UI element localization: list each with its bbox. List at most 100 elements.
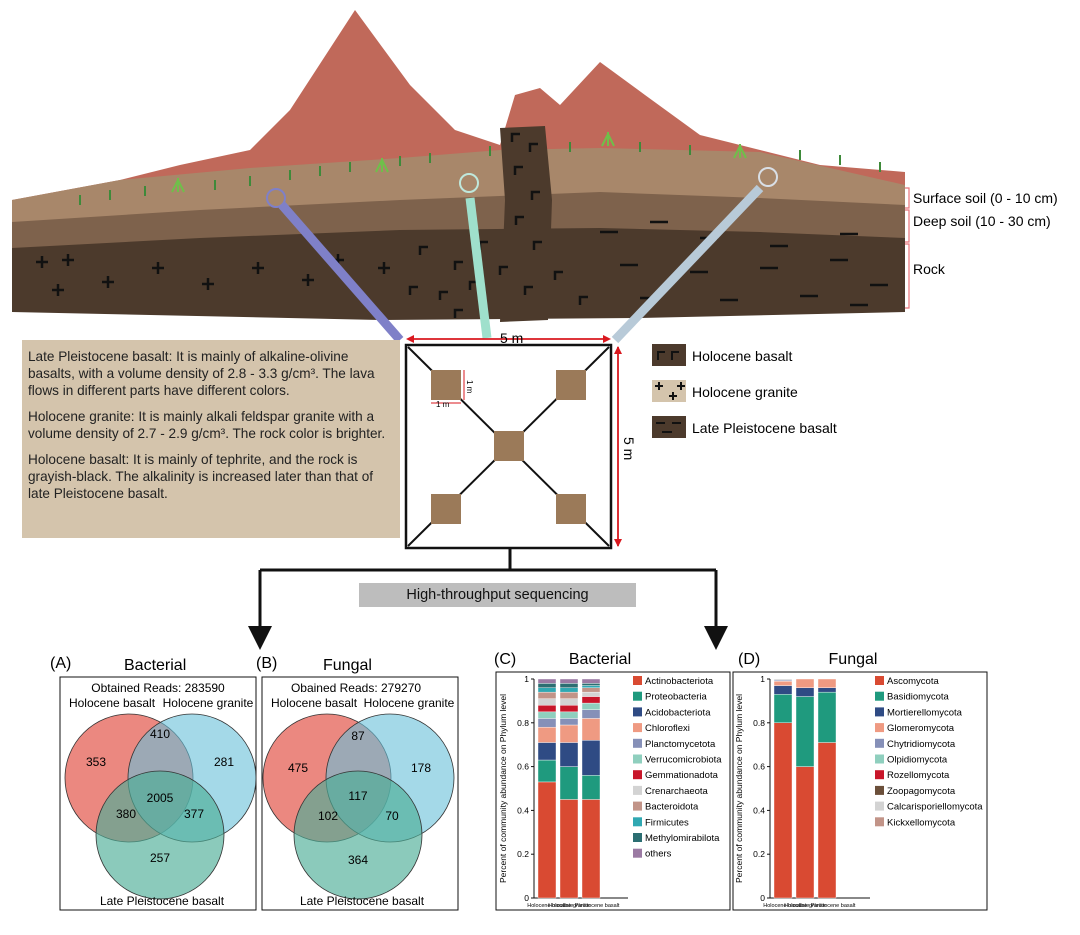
bar-segment: [773, 694, 793, 724]
venn-b: (B) Fungal Obained Reads: 279270 Holocen…: [256, 655, 459, 911]
label-surface-soil: Surface soil (0 - 10 cm): [913, 190, 1058, 206]
rock-layer: [12, 228, 905, 320]
legend-entry: Zoopagomycota: [887, 786, 956, 797]
y-axis-label: Percent of community abundance on Phylum…: [734, 694, 744, 883]
legend-swatch: [633, 833, 642, 842]
legend-entry: Kickxellomycota: [887, 817, 956, 828]
legend-swatch: [875, 707, 884, 717]
x-tick-label: Holocene granite: [548, 903, 590, 909]
venn-a-label-a: Holocene basalt: [69, 696, 156, 710]
bar-segment: [817, 687, 837, 693]
bar-segment: [581, 685, 601, 688]
x-tick-label: Late Pleistocene basalt: [563, 903, 620, 909]
venn-a-count-ab: 410: [150, 727, 170, 741]
rock-description-box: Late Pleistocene basalt: It is mainly of…: [22, 340, 400, 538]
landscape-cross-section: Surface soil (0 - 10 cm) Deep soil (10 -…: [12, 10, 1058, 322]
bar-segment: [581, 709, 601, 719]
bar-segment: [537, 718, 557, 728]
legend-entry: Basidiomycota: [887, 692, 949, 703]
legend-entry: Verrucomicrobiota: [645, 755, 722, 766]
legend-entry: Methylomirabilota: [645, 833, 720, 844]
legend-swatch: [633, 738, 642, 748]
bar-segment: [559, 678, 579, 684]
bar-segment: [817, 691, 837, 743]
venn-b-panel-label: (B): [256, 655, 277, 672]
sequencing-label: High-throughput sequencing: [359, 583, 636, 607]
legend-swatch: [633, 848, 642, 858]
bar-segment: [537, 683, 557, 688]
y-tick-label: 0: [760, 893, 765, 903]
legend-swatch: [633, 785, 642, 795]
legend-swatch: [875, 738, 884, 748]
y-tick-label: 0.2: [517, 849, 529, 859]
y-tick-label: 0.2: [753, 849, 765, 859]
bar-segment: [559, 718, 579, 726]
subplot: [494, 431, 524, 461]
legend-holocene-granite: Holocene granite: [692, 384, 798, 400]
bar-segment: [581, 740, 601, 776]
plot-height-label: 5 m: [621, 437, 637, 460]
chart-panel-label: (C): [494, 651, 516, 668]
label-rock: Rock: [913, 261, 946, 277]
bar-segment: [537, 781, 557, 899]
legend-swatch: [875, 691, 884, 701]
bar-segment: [581, 687, 601, 693]
y-tick-label: 0: [524, 893, 529, 903]
legend-late-pleistocene-basalt: Late Pleistocene basalt: [692, 420, 837, 436]
plot-width-label: 5 m: [500, 330, 523, 346]
venn-a-label-b: Holocene granite: [163, 696, 254, 710]
chart-panel-label: (D): [738, 651, 760, 668]
legend-holocene-basalt: Holocene basalt: [692, 348, 793, 364]
sample-point-late-pleistocene: [758, 167, 778, 187]
venn-b-count-ab: 87: [351, 729, 365, 743]
legend-entry: Chloroflexi: [645, 723, 690, 734]
venn-a-panel-label: (A): [50, 655, 71, 672]
legend-swatch: [633, 801, 642, 811]
bar-segment: [773, 685, 793, 695]
y-tick-label: 0.4: [517, 805, 529, 815]
venn-a-count-ac: 380: [116, 807, 136, 821]
bar-segment: [537, 691, 557, 699]
bar-segment: [581, 799, 601, 899]
bar-segment: [559, 683, 579, 688]
bar-segment: [581, 718, 601, 741]
legend-swatch: [875, 817, 884, 827]
venn-b-reads: Obained Reads: 279270: [291, 681, 421, 695]
bar-segment: [537, 726, 557, 743]
subplot: [431, 370, 461, 400]
description-holocene-basalt: Holocene basalt: It is mainly of tephrit…: [28, 452, 374, 501]
basalt-vent-column: [500, 126, 552, 322]
bar-segment: [559, 799, 579, 899]
legend-entry: Glomeromycota: [887, 723, 955, 734]
y-tick-label: 1: [524, 674, 529, 684]
legend-entry: Rozellomycota: [887, 770, 950, 781]
rock-legend: Holocene basalt Holocene granite Late Pl…: [652, 344, 837, 438]
legend-swatch: [875, 770, 884, 780]
bar-segment: [559, 691, 579, 699]
venn-b-title: Fungal: [323, 657, 372, 674]
y-tick-label: 1: [760, 674, 765, 684]
description-late-pleistocene: Late Pleistocene basalt: It is mainly of…: [28, 349, 375, 398]
legend-entry: Proteobacteria: [645, 692, 708, 703]
chart-title: Fungal: [829, 651, 878, 668]
y-tick-label: 0.8: [753, 718, 765, 728]
sampling-arrows: [266, 167, 778, 344]
bar-segment: [537, 687, 557, 693]
venn-b-count-b: 178: [411, 761, 431, 775]
bar-segment: [559, 687, 579, 693]
legend-swatch: [633, 691, 642, 701]
y-tick-label: 0.6: [517, 762, 529, 772]
legend-entry: Olpidiomycota: [887, 755, 948, 766]
y-axis-label: Percent of community abundance on Phylum…: [498, 694, 508, 883]
legend-swatch: [633, 723, 642, 733]
x-tick-label: Holocene basalt: [527, 903, 567, 909]
bar-segment: [537, 742, 557, 761]
label-deep-soil: Deep soil (10 - 30 cm): [913, 213, 1051, 229]
vegetation: [79, 132, 881, 205]
venn-b-label-a: Holocene basalt: [271, 696, 358, 710]
bar-segment: [581, 691, 601, 697]
legend-entry: Actinobacteriota: [645, 676, 714, 687]
